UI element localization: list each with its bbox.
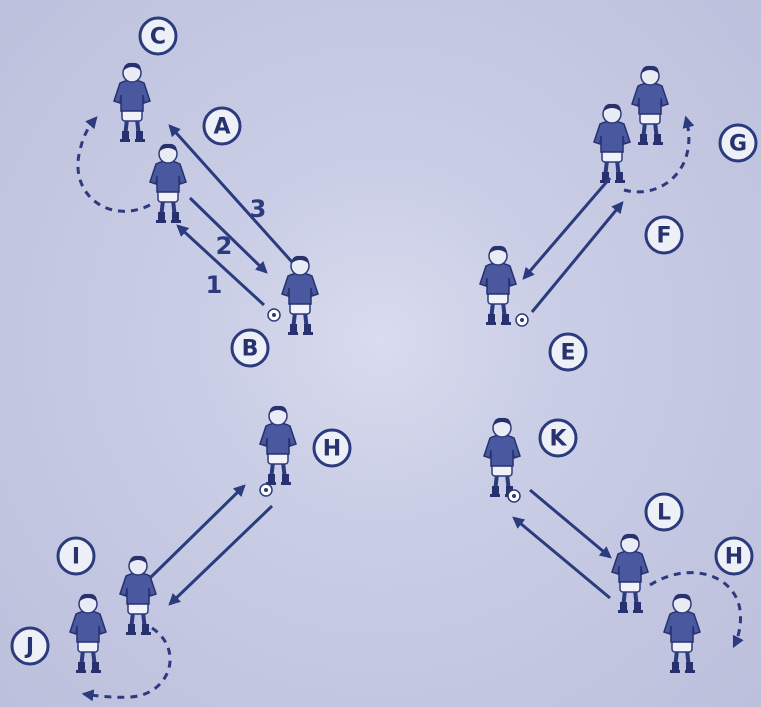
label-h: H bbox=[714, 536, 754, 576]
svg-text:K: K bbox=[549, 427, 567, 452]
player-k bbox=[482, 415, 522, 499]
svg-text:H: H bbox=[323, 437, 341, 462]
pass-arrow-3 bbox=[168, 124, 294, 264]
run-path-arrow bbox=[76, 116, 151, 213]
pass-number-2: 2 bbox=[216, 232, 233, 260]
group-bottom-right: K L H bbox=[482, 415, 754, 675]
run-path-arrow bbox=[623, 115, 695, 194]
label-a: A bbox=[202, 106, 242, 146]
player-f bbox=[592, 101, 632, 185]
pass-arrow bbox=[530, 201, 624, 313]
svg-text:I: I bbox=[72, 545, 80, 570]
group-top-left: 1 2 3 C A B bbox=[76, 16, 320, 368]
label-k: K bbox=[538, 418, 578, 458]
label-j: J bbox=[10, 626, 50, 666]
svg-text:B: B bbox=[242, 337, 259, 362]
player-b bbox=[280, 253, 320, 337]
label-f: F bbox=[644, 215, 684, 255]
pass-arrow bbox=[148, 484, 246, 580]
ball bbox=[267, 308, 281, 322]
pass-number-1: 1 bbox=[206, 271, 223, 299]
svg-text:G: G bbox=[729, 132, 747, 157]
svg-text:L: L bbox=[657, 501, 671, 526]
pass-arrow-1 bbox=[176, 224, 266, 307]
svg-text:H: H bbox=[725, 545, 743, 570]
label-h: H bbox=[312, 428, 352, 468]
player-i bbox=[118, 553, 158, 637]
player-g bbox=[630, 63, 670, 147]
svg-text:J: J bbox=[24, 635, 34, 660]
label-b: B bbox=[230, 328, 270, 368]
ball bbox=[259, 483, 273, 497]
label-i: I bbox=[56, 536, 96, 576]
svg-text:F: F bbox=[656, 224, 671, 249]
player-j bbox=[68, 591, 108, 675]
pass-arrow bbox=[168, 504, 274, 606]
player-l bbox=[610, 531, 650, 615]
svg-text:A: A bbox=[213, 115, 230, 140]
player-c bbox=[112, 60, 152, 144]
pass-number-3: 3 bbox=[250, 195, 267, 223]
ball bbox=[507, 489, 521, 503]
pass-arrow-2 bbox=[188, 196, 268, 274]
label-g: G bbox=[718, 123, 758, 163]
svg-text:E: E bbox=[560, 341, 575, 366]
player-e bbox=[478, 243, 518, 327]
group-top-right: G F E bbox=[478, 63, 758, 372]
run-path-arrow bbox=[649, 571, 744, 649]
player-h bbox=[258, 403, 298, 487]
ball bbox=[515, 313, 529, 327]
player-h bbox=[662, 591, 702, 675]
pass-arrow bbox=[529, 488, 612, 559]
label-e: E bbox=[548, 332, 588, 372]
pass-arrow bbox=[512, 516, 611, 600]
group-bottom-left: H I J bbox=[10, 403, 352, 702]
svg-text:C: C bbox=[150, 25, 166, 50]
label-c: C bbox=[138, 16, 178, 56]
label-l: L bbox=[644, 492, 684, 532]
pass-arrow bbox=[522, 177, 612, 280]
player-a bbox=[148, 141, 188, 225]
